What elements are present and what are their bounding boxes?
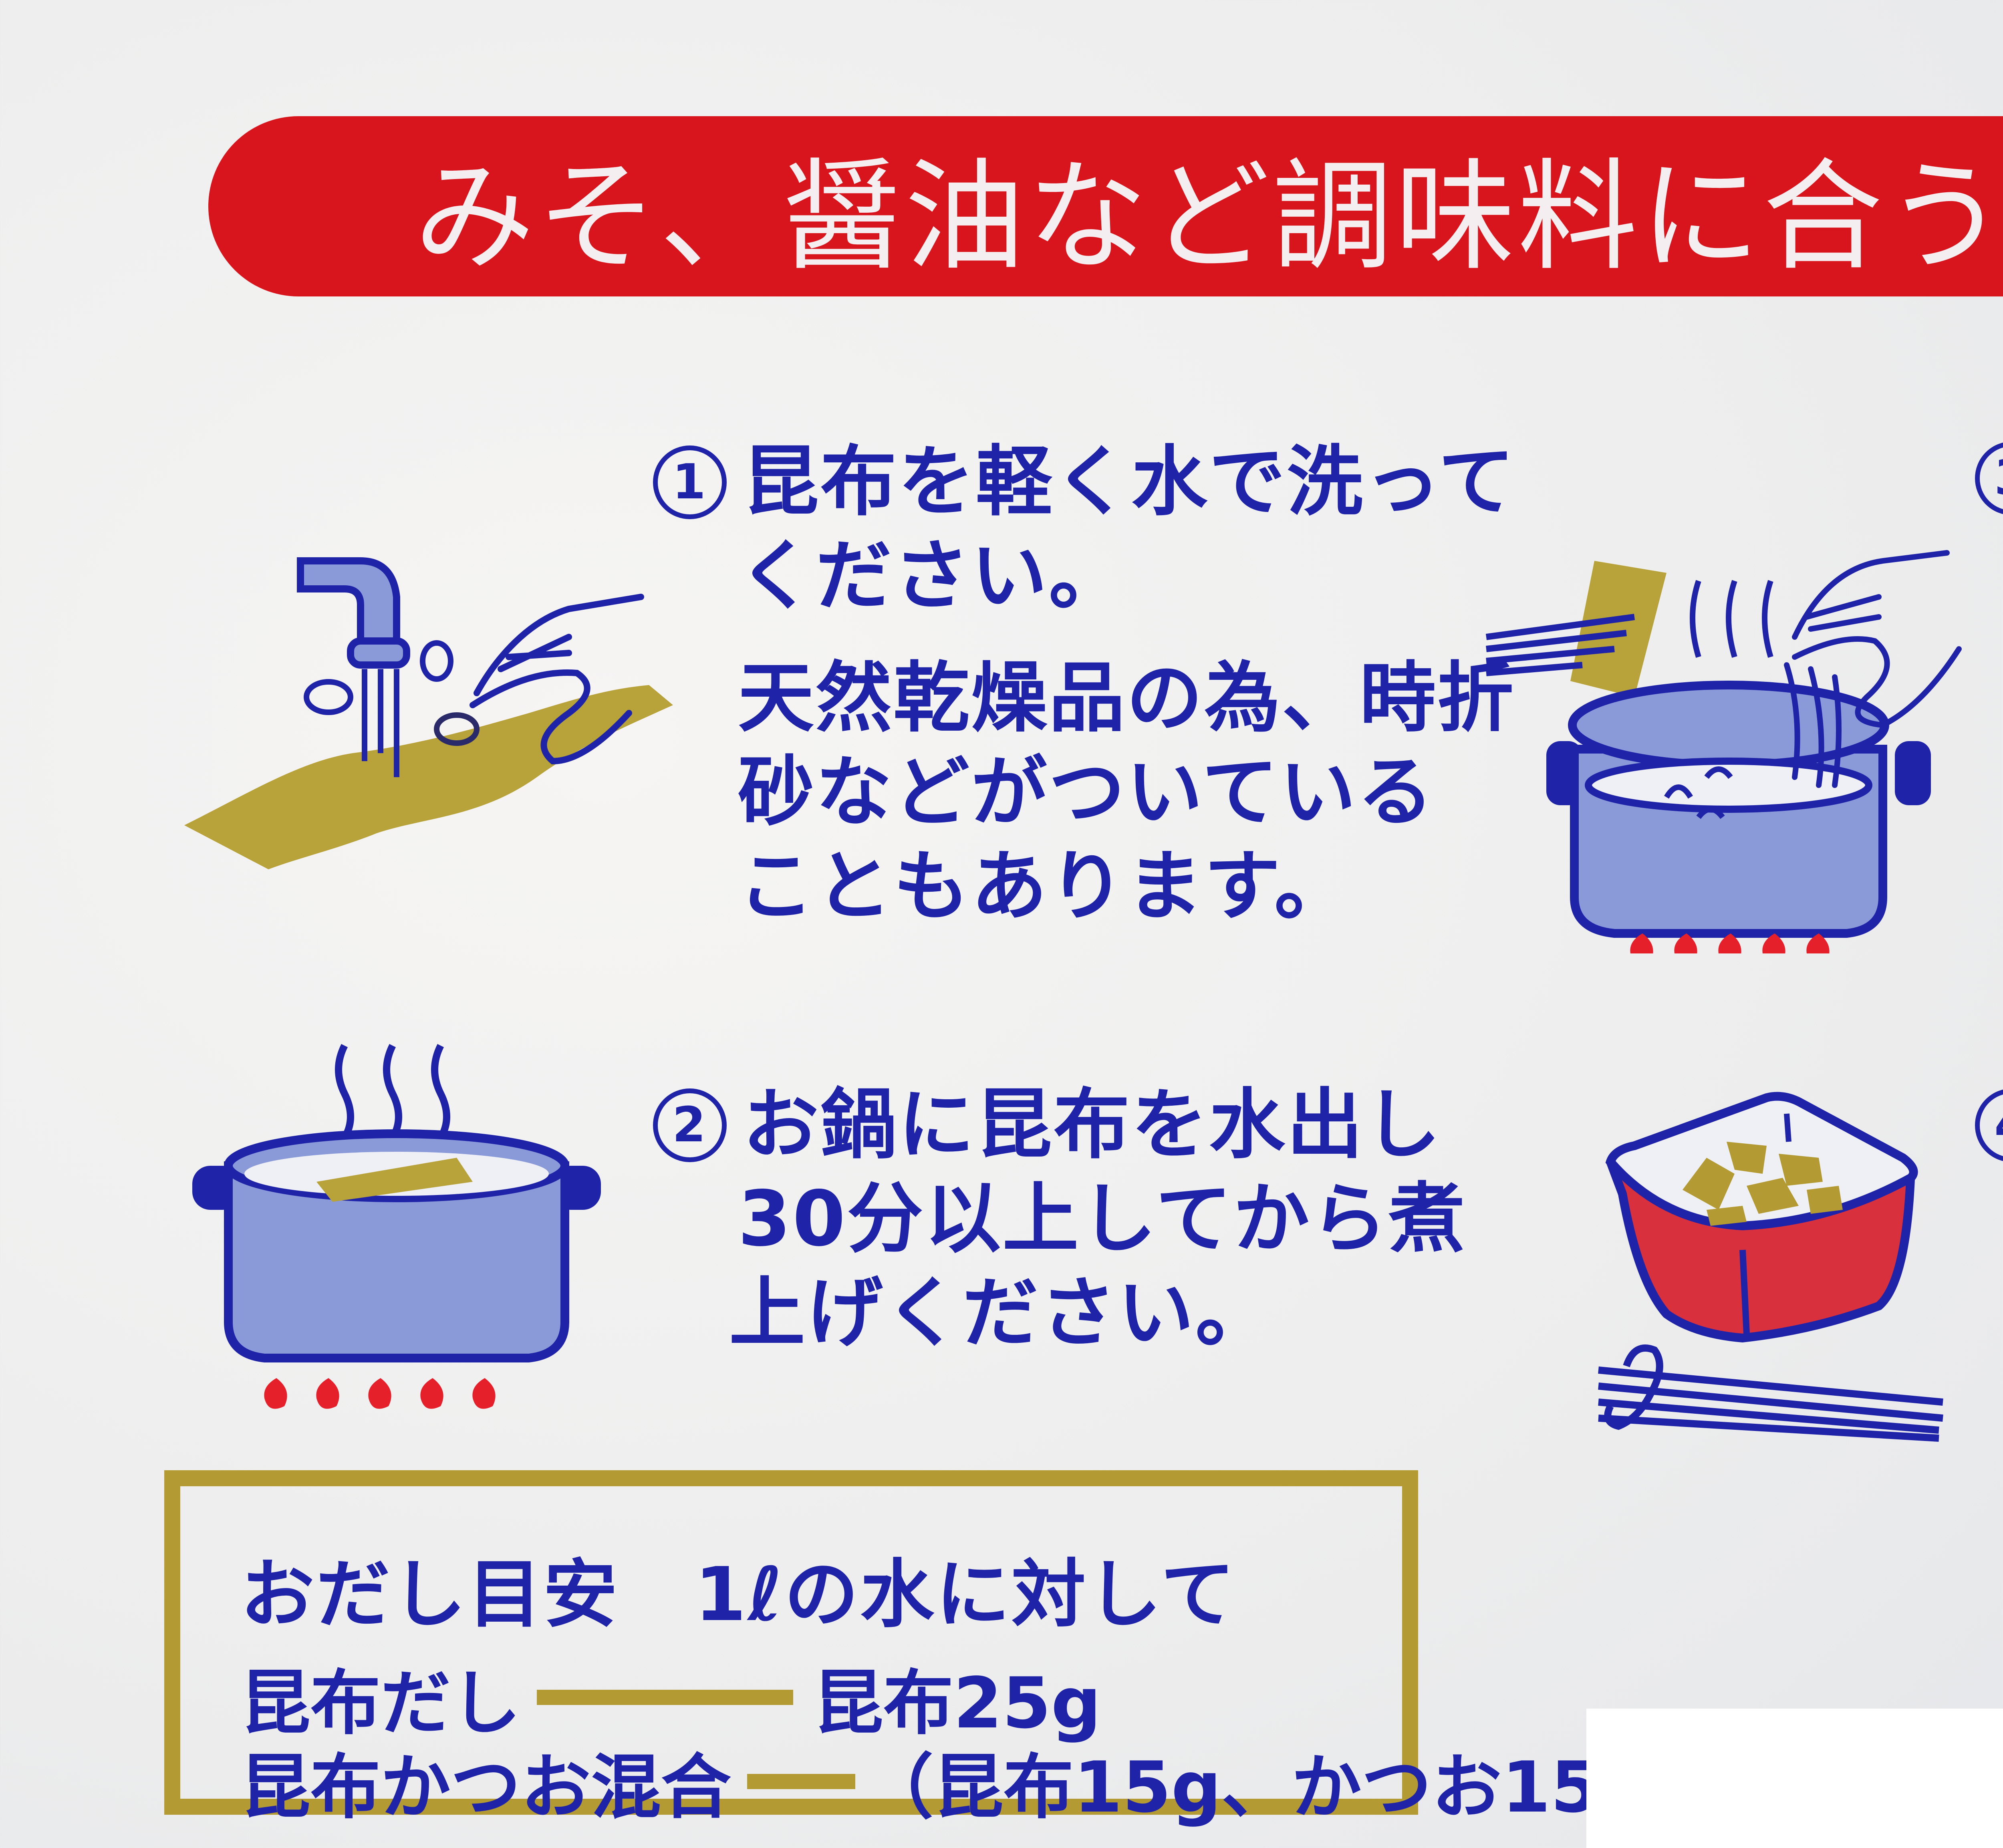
- step-number: 2: [653, 1088, 727, 1162]
- boiling-pot-with-chopsticks-icon: [1485, 550, 1962, 953]
- step-number: 1: [653, 445, 727, 519]
- bowl-with-chopped-kelp-icon: [1598, 1092, 1943, 1442]
- leader-line: [747, 1773, 855, 1789]
- blank-label-area: [1586, 1709, 2003, 1848]
- guide-row-kombu-dashi: 昆布だし 昆布25g: [240, 1646, 1101, 1748]
- guide-row-value: （昆布15g、かつお15g）: [863, 1747, 1720, 1828]
- guide-row-kombu-katsuo: 昆布かつお混合 （昆布15g、かつお15g）: [240, 1731, 1720, 1832]
- guide-row-value: 昆布25g: [813, 1663, 1101, 1744]
- faucet-washing-kelp-icon: [184, 557, 673, 869]
- step-3-text: 3沸とうしたら昆布を 取り上げます。次に 鰹ぶしを入れ1分間 ほど沸とうさせ、火…: [1975, 431, 2003, 996]
- step-number: 4: [1975, 1088, 2003, 1162]
- banner-title: みそ、醤油など調味料に合うだし昆布: [414, 147, 2003, 287]
- guide-row-label: 昆布だし: [240, 1663, 521, 1744]
- guide-row-label: 昆布かつお混合: [240, 1747, 731, 1828]
- guide-title: おだし目安 1ℓの水に対して: [240, 1551, 1237, 1638]
- pot-with-kelp-on-stove-icon: [192, 1044, 601, 1409]
- dashi-guide-box: おだし目安 1ℓの水に対して 昆布だし 昆布25g 昆布かつお混合 （昆布15g…: [164, 1470, 1720, 1828]
- step-4-text: 4おだしを取り終わっ た昆布は、刻んで煮 物等に入れると柔ら かい昆布が楽しめま…: [1975, 1078, 2003, 1548]
- step-number: 3: [1975, 441, 2003, 515]
- step-1-note: 天然乾燥品の為、時折 砂などがついている こともあります。: [738, 654, 1515, 931]
- leader-line: [537, 1689, 793, 1705]
- title-banner: みそ、醤油など調味料に合うだし昆布: [208, 116, 2003, 296]
